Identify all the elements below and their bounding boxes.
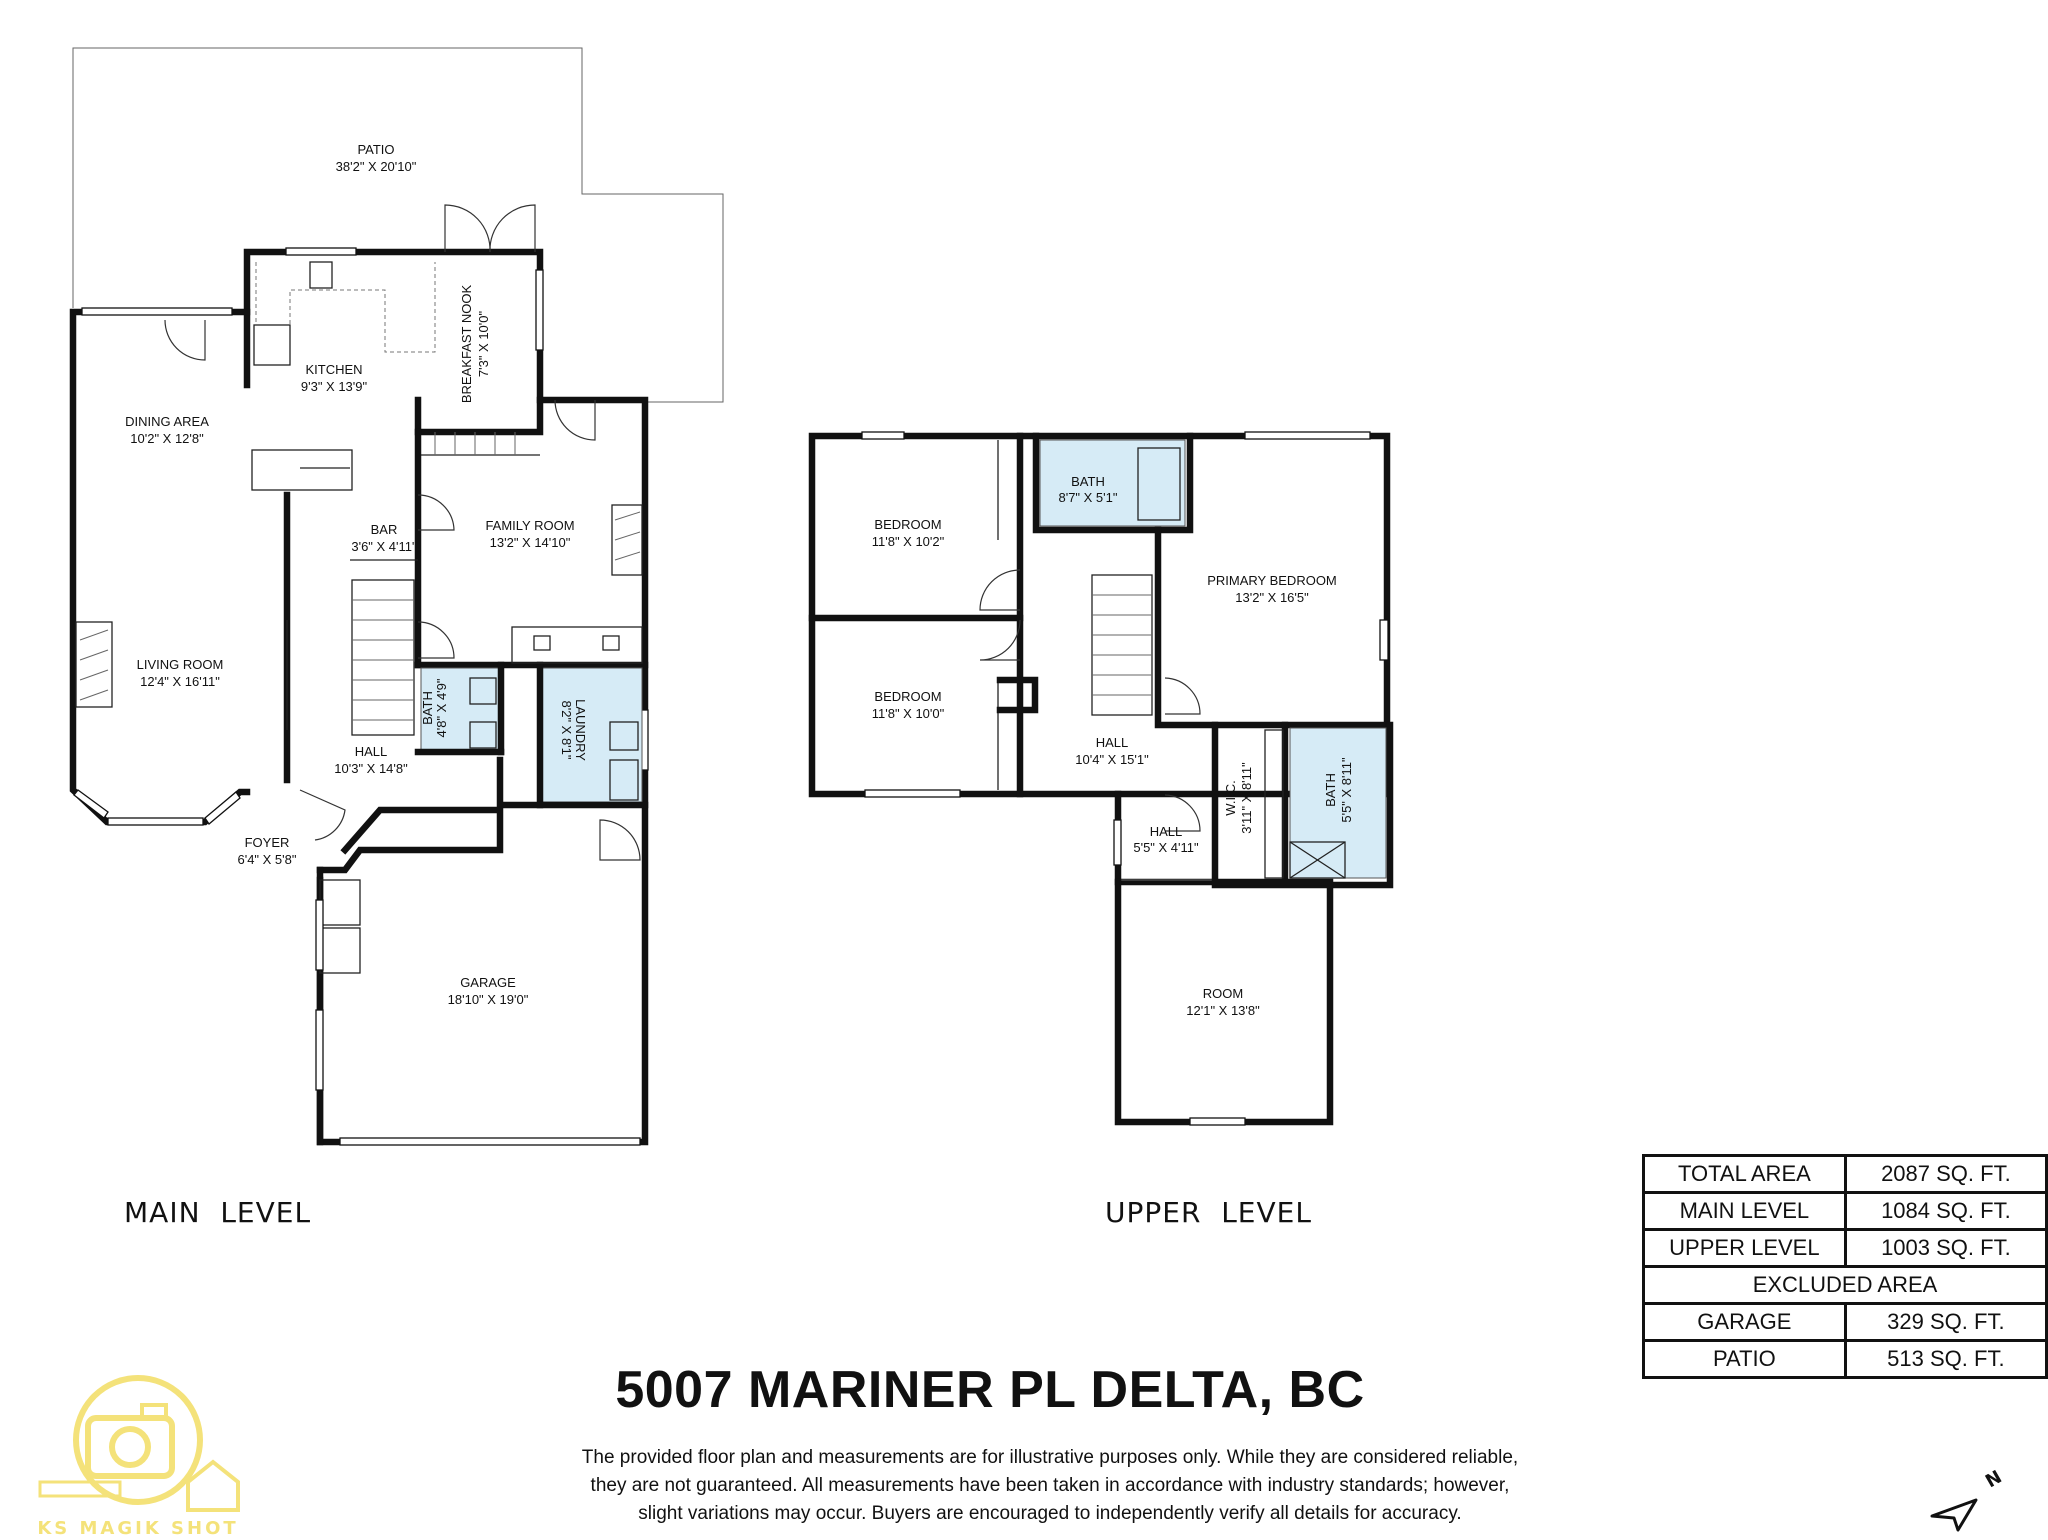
laundry-label: LAUNDRY: [573, 699, 588, 761]
excluded-area-heading: EXCLUDED AREA: [1642, 1265, 2048, 1305]
main-bath-dims: 4'8" X 4'9": [434, 678, 449, 737]
bedroom-1-dims: 11'8" X 10'2": [872, 534, 945, 549]
north-arrow-icon: N: [1930, 1468, 2006, 1532]
patio-area-value: 513 SQ. FT.: [1843, 1339, 2048, 1379]
bedroom-1-label: BEDROOM: [874, 517, 941, 532]
bedroom-2-label: BEDROOM: [874, 689, 941, 704]
main-bath-label: BATH: [420, 691, 435, 725]
kitchen-label: KITCHEN: [305, 362, 362, 377]
main-level-caption: MAIN LEVEL: [124, 1196, 311, 1229]
family-room-label: FAMILY ROOM: [485, 518, 574, 533]
bar-dims: 3'6" X 4'11": [351, 539, 417, 554]
disclaimer-line: The provided floor plan and measurements…: [581, 1447, 1519, 1468]
property-address: 5007 MARINER PL DELTA, BC: [615, 1361, 1365, 1419]
laundry-dims: 8'2" X 8'1": [559, 700, 574, 759]
upper-level-plan: [808, 431, 1394, 1126]
svg-text:KS MAGIK SHOT: KS MAGIK SHOT: [38, 1518, 239, 1539]
table-row: UPPER LEVEL 1003 SQ. FT.: [1642, 1228, 2048, 1268]
primary-bedroom-dims: 13'2" X 16'5": [1235, 590, 1309, 605]
upper-level-area-label: UPPER LEVEL: [1642, 1228, 1847, 1268]
svg-text:N: N: [1982, 1468, 2006, 1492]
main-hall-dims: 10'3" X 14'8": [334, 761, 408, 776]
ensuite-bath-dims: 5'5" X 8'11": [1339, 757, 1354, 823]
upper-bath-label: BATH: [1071, 474, 1105, 489]
main-hall-label: HALL: [355, 744, 388, 759]
table-row: MAIN LEVEL 1084 SQ. FT.: [1642, 1191, 2048, 1231]
living-wall: [69, 308, 251, 826]
main-level-area-label: MAIN LEVEL: [1642, 1191, 1847, 1231]
small-hall-dims: 5'5" X 4'11": [1133, 840, 1199, 855]
room-dims: 12'1" X 13'8": [1186, 1003, 1260, 1018]
garage-area-value: 329 SQ. FT.: [1843, 1302, 2048, 1342]
ensuite-bath-label: BATH: [1323, 773, 1338, 807]
upper-level-caption: UPPER LEVEL: [1105, 1196, 1312, 1229]
total-area-label: TOTAL AREA: [1642, 1154, 1847, 1194]
garage-dims: 18'10" X 19'0": [448, 992, 529, 1007]
disclaimer: The provided floor plan and measurements…: [520, 1444, 1580, 1528]
wic-dims: 3'11" X 8'11": [1239, 762, 1254, 834]
garage-area-label: GARAGE: [1642, 1302, 1847, 1342]
area-summary-table: TOTAL AREA 2087 SQ. FT. MAIN LEVEL 1084 …: [1642, 1154, 2048, 1379]
main-level-area-value: 1084 SQ. FT.: [1843, 1191, 2048, 1231]
foyer-label: FOYER: [245, 835, 290, 850]
bar-label: BAR: [371, 522, 398, 537]
breakfast-nook-dims: 7'3" X 10'0": [476, 311, 491, 378]
dining-area-dims: 10'2" X 12'8": [130, 431, 204, 446]
foyer-dims: 6'4" X 5'8": [237, 852, 296, 867]
total-area-value: 2087 SQ. FT.: [1843, 1154, 2048, 1194]
table-row: TOTAL AREA 2087 SQ. FT.: [1642, 1154, 2048, 1194]
room-label: ROOM: [1203, 986, 1243, 1001]
main-level-plan: [69, 47, 724, 1146]
upper-bath-dims: 8'7" X 5'1": [1058, 490, 1117, 505]
family-room-dims: 13'2" X 14'10": [490, 535, 571, 550]
garage-label: GARAGE: [460, 975, 516, 990]
table-row: PATIO 513 SQ. FT.: [1642, 1339, 2048, 1379]
table-row: EXCLUDED AREA: [1642, 1265, 2048, 1305]
kitchen-wall: [243, 248, 544, 436]
upper-hall-label: HALL: [1096, 735, 1129, 750]
breakfast-nook-label: BREAKFAST NOOK: [459, 285, 474, 404]
living-room-dims: 12'4" X 16'11": [140, 674, 220, 689]
disclaimer-line: they are not guaranteed. All measurement…: [590, 1475, 1510, 1496]
upper-level-area-value: 1003 SQ. FT.: [1843, 1228, 2048, 1268]
table-row: GARAGE 329 SQ. FT.: [1642, 1302, 2048, 1342]
kitchen-dims: 9'3" X 13'9": [301, 379, 368, 394]
living-room-label: LIVING ROOM: [137, 657, 224, 672]
disclaimer-line: slight variations may occur. Buyers are …: [638, 1503, 1462, 1524]
wic-label: W.I.C.: [1223, 780, 1238, 815]
patio-outline: [72, 47, 724, 403]
upper-hall-dims: 10'4" X 15'1": [1075, 752, 1149, 767]
bedroom-2-dims: 11'8" X 10'0": [872, 706, 945, 721]
primary-bedroom-label: PRIMARY BEDROOM: [1207, 573, 1337, 588]
dining-area-label: DINING AREA: [125, 414, 209, 429]
patio-dims: 38'2" X 20'10": [336, 159, 417, 174]
ks-magik-shot-logo: KS MAGIK SHOT: [38, 1375, 240, 1539]
patio-area-label: PATIO: [1642, 1339, 1847, 1379]
small-hall-label: HALL: [1150, 824, 1183, 839]
room-labels: PATIO 38'2" X 20'10" KITCHEN 9'3" X 13'9…: [125, 142, 1354, 1018]
patio-label: PATIO: [357, 142, 394, 157]
